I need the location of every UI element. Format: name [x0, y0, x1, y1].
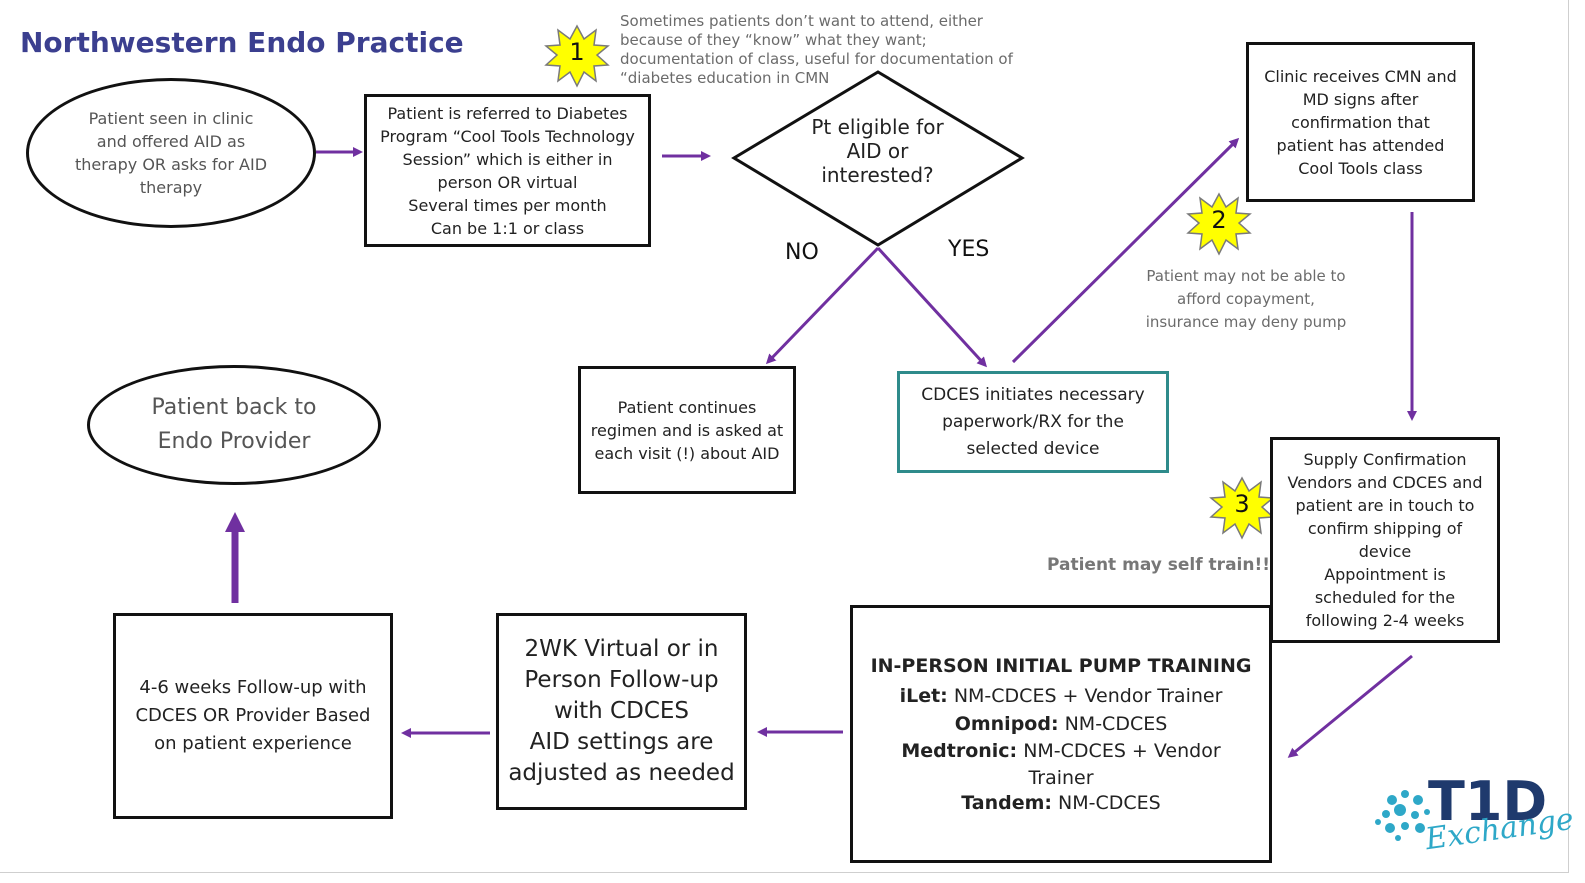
training-row-vendor: Tandem:	[961, 792, 1052, 814]
decision-text: Pt eligible for AID or interested?	[811, 115, 944, 187]
page-title: Northwestern Endo Practice	[20, 26, 464, 59]
cmn-text: Clinic receives CMN and MD signs after c…	[1264, 66, 1457, 178]
star-1-label: 1	[569, 38, 585, 66]
star-1-icon	[544, 24, 610, 88]
training-row: Tandem: NM-CDCES	[853, 791, 1269, 815]
no-label: NO	[785, 240, 819, 265]
supply-text: Supply Confirmation Vendors and CDCES an…	[1287, 450, 1483, 630]
training-row-staff: Trainer	[1028, 767, 1094, 789]
training-row: Medtronic: NM-CDCES + Vendor	[853, 739, 1269, 763]
cdces-box: CDCES initiates necessary paperwork/RX f…	[897, 371, 1169, 473]
followup-2wk-text: 2WK Virtual or in Person Follow-up with …	[508, 636, 735, 786]
start-text: Patient seen in clinic and offered AID a…	[74, 109, 268, 197]
back-oval: Patient back to Endo Provider	[87, 365, 381, 485]
star-3-icon	[1209, 476, 1275, 540]
cdces-text: CDCES initiates necessary paperwork/RX f…	[921, 384, 1145, 459]
logo-dots-icon	[1375, 790, 1430, 841]
star-2-label: 2	[1211, 206, 1227, 234]
star-3-label: 3	[1234, 490, 1250, 518]
arrow-decision-no	[765, 246, 880, 365]
followup-46wk-text: 4-6 weeks Follow-up with CDCES OR Provid…	[135, 677, 371, 754]
referral-text: Patient is referred to Diabetes Program …	[380, 103, 635, 238]
training-row-staff: NM-CDCES + Vendor	[1017, 740, 1221, 762]
training-row: iLet: NM-CDCES + Vendor Trainer	[853, 684, 1269, 708]
training-row: Omnipod: NM-CDCES	[853, 712, 1269, 736]
followup-46wk-box: 4-6 weeks Follow-up with CDCES OR Provid…	[113, 613, 393, 819]
training-title: IN-PERSON INITIAL PUMP TRAINING	[870, 655, 1252, 677]
logo-main: T1D	[1428, 770, 1548, 833]
note-3: Patient may self train!!	[1047, 555, 1270, 575]
continue-text: Patient continues regimen and is asked a…	[590, 397, 784, 463]
training-row-vendor: Omnipod:	[954, 713, 1059, 735]
star-2-icon	[1186, 192, 1252, 256]
note-2: Patient may not be able to afford copaym…	[1145, 267, 1347, 331]
arrow-decision-yes	[876, 246, 988, 368]
training-row-staff: NM-CDCES	[1052, 792, 1161, 814]
arrow-supply-to-training	[1287, 654, 1413, 758]
note-1: Sometimes patients don’t want to attend,…	[620, 12, 1013, 87]
back-text: Patient back to Endo Provider	[151, 395, 317, 454]
referral-box: Patient is referred to Diabetes Program …	[364, 94, 651, 247]
cmn-box: Clinic receives CMN and MD signs after c…	[1246, 42, 1475, 202]
connector-arrows	[225, 24, 1430, 841]
start-oval: Patient seen in clinic and offered AID a…	[26, 78, 316, 228]
training-row-staff: NM-CDCES + Vendor Trainer	[947, 685, 1223, 707]
training-box: IN-PERSON INITIAL PUMP TRAINING iLet: NM…	[850, 605, 1272, 863]
continue-box: Patient continues regimen and is asked a…	[578, 366, 796, 494]
decision-diamond	[731, 70, 1025, 247]
training-row: Trainer	[853, 766, 1269, 790]
supply-box: Supply Confirmation Vendors and CDCES an…	[1270, 437, 1500, 643]
followup-2wk-box: 2WK Virtual or in Person Follow-up with …	[496, 613, 747, 810]
training-row-staff: NM-CDCES	[1058, 713, 1168, 735]
arrow-cdces-to-cmn	[1011, 137, 1240, 364]
training-row-vendor: iLet:	[899, 685, 948, 707]
training-row-vendor: Medtronic:	[901, 740, 1018, 762]
yes-label: YES	[948, 237, 990, 262]
